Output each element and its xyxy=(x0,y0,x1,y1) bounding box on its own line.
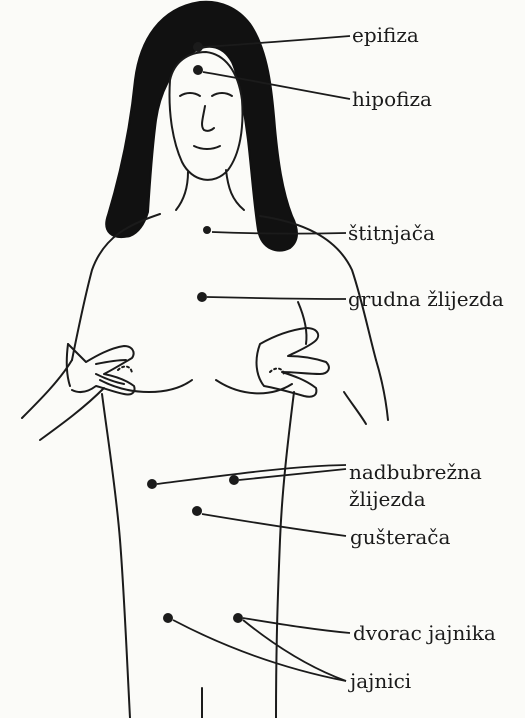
line-gusteraca xyxy=(202,514,346,536)
breast-right xyxy=(216,380,292,393)
dot-nadbubrezna-left xyxy=(147,479,157,489)
label-gusteraca: gušterača xyxy=(350,526,450,548)
label-grudna-zlijezda: grudna žlijezda xyxy=(348,288,504,310)
dot-gusteraca xyxy=(192,506,202,516)
dot-grudna xyxy=(197,292,207,302)
shoulder-left xyxy=(72,214,160,360)
left-hand xyxy=(68,344,135,395)
right-hand xyxy=(257,328,329,397)
line-dvorac xyxy=(243,618,350,633)
line-nadb-right xyxy=(239,469,346,480)
torso-left xyxy=(102,394,130,718)
label-hipofiza: hipofiza xyxy=(352,88,432,110)
dot-dvorac-left xyxy=(163,613,173,623)
line-nadb-left xyxy=(157,465,346,484)
dot-epifiza xyxy=(193,42,203,52)
label-jajnici: jajnici xyxy=(350,670,411,692)
left-forearm-inner xyxy=(40,388,104,440)
neck-right xyxy=(226,170,244,210)
dot-dvorac-right xyxy=(233,613,243,623)
dot-nadbubrezna-right xyxy=(229,475,239,485)
torso-right xyxy=(276,392,294,718)
label-epifiza: epifiza xyxy=(352,24,419,46)
nipple-left-dots xyxy=(118,367,132,374)
dot-stitnjaca xyxy=(203,226,211,234)
dot-hipofiza xyxy=(193,65,203,75)
right-thumb xyxy=(298,302,307,344)
left-forearm xyxy=(22,360,72,418)
label-nadbubrezna-line1: nadbubrežna xyxy=(349,461,482,483)
line-jajnici-right xyxy=(243,620,346,681)
body-outline xyxy=(22,2,388,718)
line-grudna xyxy=(207,297,346,299)
label-dvorac-jajnika: dvorac jajnika xyxy=(353,622,496,644)
face xyxy=(170,52,243,180)
right-forearm-inner xyxy=(344,392,366,424)
right-forearm xyxy=(376,360,388,420)
neck-left xyxy=(176,172,188,210)
label-stitnjaca: štitnjača xyxy=(348,222,435,244)
label-nadbubrezna-line2: žlijezda xyxy=(349,488,426,510)
